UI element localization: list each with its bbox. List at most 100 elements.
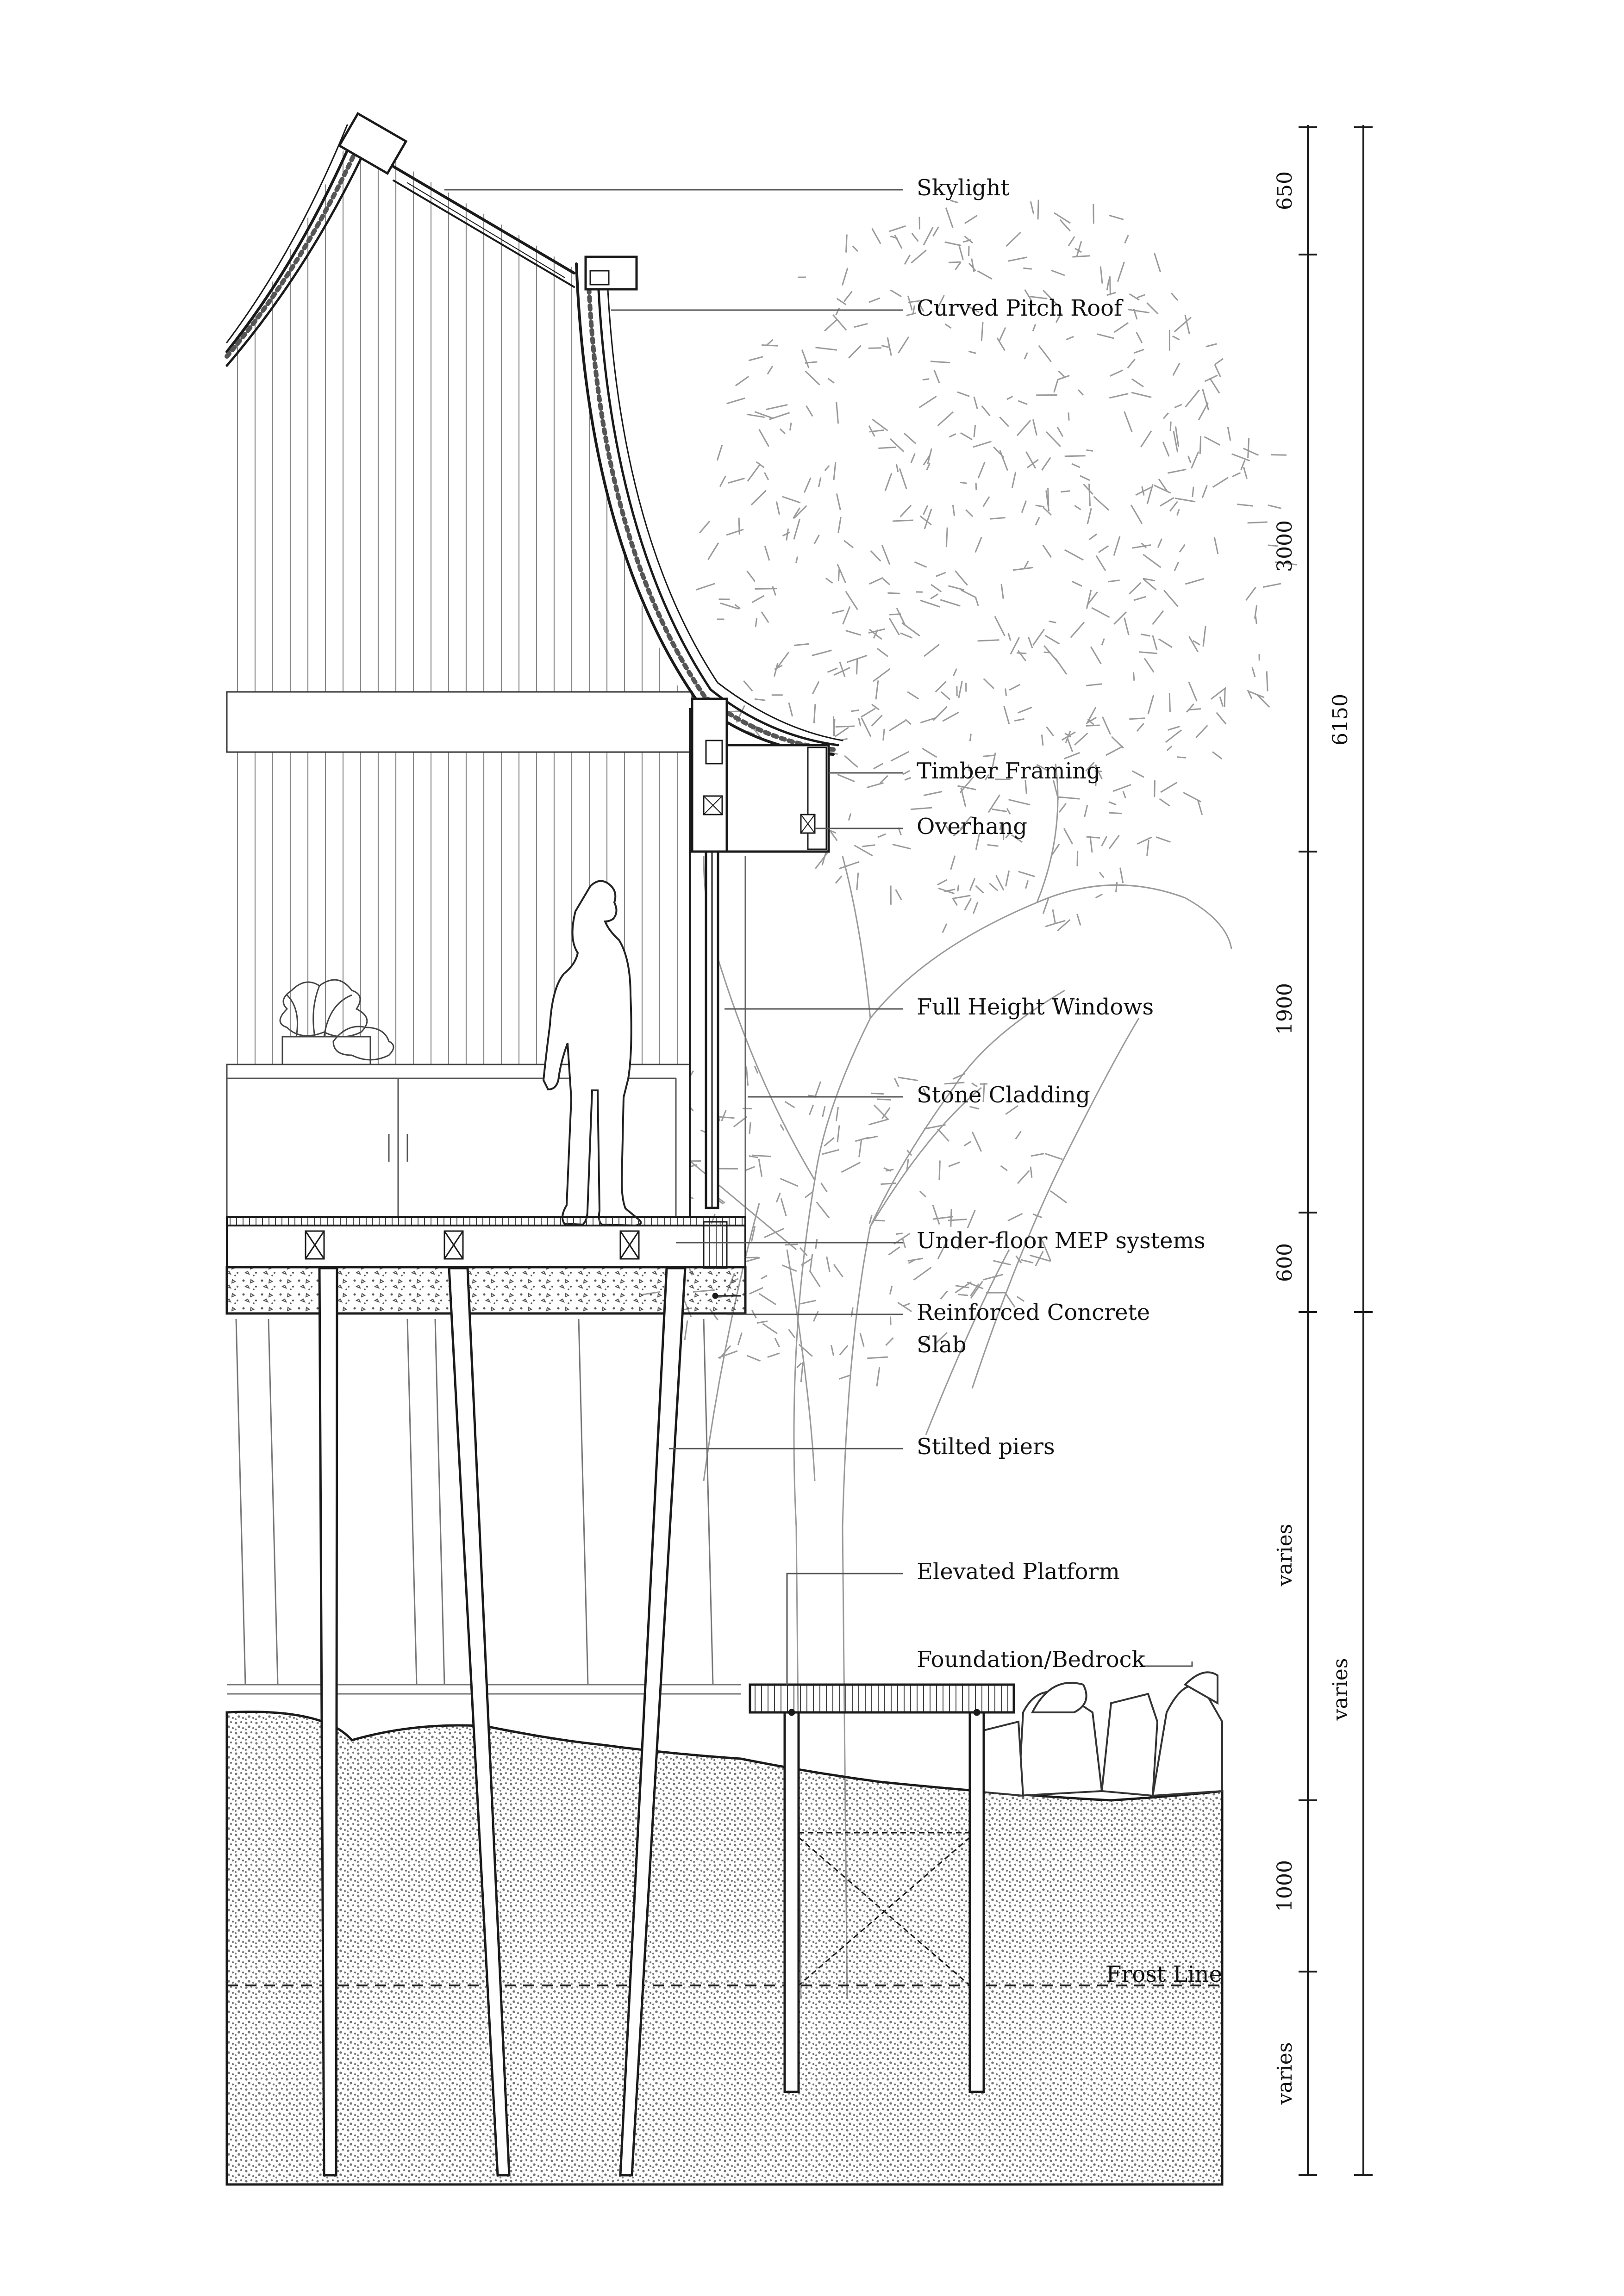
tree-foliage-stroke	[894, 234, 903, 249]
tree-foliage-stroke	[1035, 516, 1040, 526]
tree-foliage-stroke	[1146, 484, 1154, 504]
tree-foliage-stroke	[1086, 683, 1102, 686]
tree-foliage-stroke	[1168, 692, 1171, 712]
tree-foliage-stroke	[930, 593, 939, 600]
tree-foliage-stroke	[1057, 919, 1071, 932]
tree-foliage-stroke	[748, 356, 763, 361]
tree-foliage-stroke	[1168, 726, 1180, 731]
tree-foliage-stroke	[837, 774, 855, 783]
tree-foliage-stroke	[1166, 746, 1173, 751]
tree-foliage-stroke	[1156, 836, 1171, 843]
tree-foliage-stroke	[1056, 426, 1064, 437]
dimension-3000: 3000	[1273, 520, 1297, 572]
tree-foliage-stroke	[1108, 835, 1120, 849]
tree-foliage-stroke	[1173, 431, 1179, 453]
tree-foliage-stroke	[1099, 871, 1105, 878]
tree-foliage-stroke	[932, 1216, 953, 1220]
tree-foliage-stroke	[1122, 791, 1126, 799]
tree-foliage-stroke	[1158, 638, 1173, 648]
tree-foliage-stroke	[952, 504, 956, 516]
tree-foliage-stroke	[763, 472, 769, 480]
tree-foliage-stroke	[1024, 352, 1028, 360]
tree-foliage-stroke	[747, 463, 761, 482]
tree-foliage-stroke	[1059, 219, 1071, 232]
tree-foliage-stroke	[968, 262, 976, 272]
tree-foliage-stroke	[974, 536, 982, 553]
tree-foliage-stroke	[1210, 687, 1227, 700]
tree-foliage-stroke	[1099, 266, 1103, 284]
tree-foliage-stroke	[953, 668, 957, 677]
dimension-chain-outer	[1354, 125, 1373, 2176]
tree-foliage-stroke	[824, 1137, 835, 1147]
tree-foliage-stroke	[907, 691, 919, 700]
tree-foliage-stroke	[996, 337, 1006, 351]
tree-foliage-stroke	[923, 790, 943, 796]
tree-foliage-stroke	[881, 1182, 896, 1185]
tree-foliage-stroke	[914, 561, 927, 568]
tree-foliage-stroke	[1152, 635, 1158, 651]
tree-foliage-stroke	[806, 405, 813, 417]
tree-foliage-stroke	[1016, 420, 1031, 436]
tree-foliage-stroke	[861, 717, 872, 737]
tree-foliage-stroke	[1095, 555, 1106, 571]
tree-foliage-stroke	[831, 1345, 835, 1356]
tree-foliage-stroke	[876, 1367, 881, 1387]
tree-foliage-stroke	[836, 298, 847, 305]
tree-foliage-stroke	[1084, 805, 1088, 818]
tree-foliage-stroke	[1031, 1153, 1044, 1157]
tree-foliage-stroke	[1237, 504, 1253, 507]
tree-foliage-stroke	[789, 423, 792, 431]
tree-foliage-stroke	[1176, 509, 1180, 516]
tree-foliage-stroke	[881, 1107, 891, 1119]
tree-foliage-stroke	[876, 647, 888, 657]
tree-foliage-stroke	[887, 337, 892, 356]
tree-foliage-stroke	[1109, 214, 1124, 220]
tree-foliage-stroke	[942, 711, 959, 722]
tree-foliage-stroke	[981, 405, 991, 417]
tree-foliage-stroke	[935, 681, 947, 693]
tree-foliage-stroke	[839, 661, 846, 678]
tree-foliage-stroke	[1188, 708, 1201, 711]
tree-foliage-stroke	[767, 1352, 780, 1358]
dimension-600: 600	[1273, 1243, 1297, 1282]
tree-foliage-stroke	[983, 754, 995, 757]
tree-foliage-stroke	[930, 361, 950, 364]
tree-foliage-stroke	[967, 1209, 976, 1228]
tree-foliage-stroke	[780, 1178, 799, 1187]
tree-foliage-stroke	[1169, 421, 1172, 431]
tree-foliage-stroke	[1256, 694, 1270, 708]
tree-foliage-stroke	[1172, 335, 1180, 341]
tree-foliage-stroke	[1041, 457, 1051, 471]
tree-foliage-stroke	[883, 1167, 892, 1172]
tree-foliage-stroke	[1232, 472, 1241, 478]
tree-foliage-stroke	[1163, 590, 1179, 607]
tree-foliage-stroke	[885, 1337, 894, 1346]
tree-foliage-stroke	[871, 715, 883, 727]
tree-foliage-stroke	[895, 464, 899, 473]
tree-foliage-stroke	[873, 763, 884, 770]
tree-foliage-stroke	[984, 774, 989, 781]
tree-foliage-stroke	[1132, 544, 1151, 549]
tree-foliage-stroke	[1017, 706, 1032, 714]
tree-foliage-stroke	[1047, 488, 1049, 506]
tree-foliage-stroke	[1076, 851, 1079, 866]
tree-foliage-stroke	[775, 501, 780, 515]
tree-foliage-stroke	[953, 826, 965, 837]
tree-foliage-stroke	[845, 234, 848, 253]
tree-foliage-stroke	[1006, 396, 1013, 400]
tree-foliage-stroke	[1076, 914, 1081, 926]
tree-foliage-stroke	[1007, 256, 1027, 262]
tree-foliage-stroke	[852, 245, 858, 252]
tree-foliage-stroke	[793, 519, 800, 540]
tree-foliage-stroke	[1131, 378, 1144, 387]
callout-timber-framing: Timber Framing	[917, 758, 1101, 784]
tree-foliage-stroke	[854, 323, 868, 328]
tree-foliage-stroke	[1094, 764, 1103, 780]
tree-foliage-stroke	[1050, 269, 1065, 276]
tree-foliage-stroke	[826, 1256, 831, 1272]
tree-foliage-stroke	[1243, 467, 1248, 479]
tree-foliage-stroke	[1231, 453, 1250, 461]
tree-foliage-stroke	[1041, 734, 1044, 746]
tree-foliage-stroke	[937, 1238, 949, 1259]
callout-stilted-piers: Stilted piers	[917, 1434, 1055, 1460]
